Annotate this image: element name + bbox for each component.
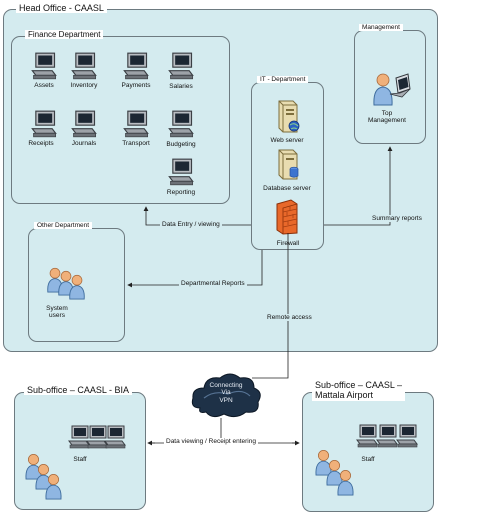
finance-department-title: Finance Department [25,30,104,40]
mattala-staff-label: Staff [361,456,375,463]
it-department-title: IT - Department [257,76,309,84]
summary-reports-line [324,146,393,226]
vpn-cloud-icon [191,373,261,418]
vpn-cloud-label: Connecting Via VPN [209,382,243,404]
web-server-label: Web server [270,137,304,144]
remote-access-line [252,233,289,379]
management-title: Management [359,24,403,32]
other-department-title: Other Department [34,222,93,230]
data-viewing-label: Data viewing / Receipt entering [164,438,258,446]
sub-office-mattala-title: Sub-office – CAASL – Mattala Airport [312,380,406,401]
system-users-label: System users [46,305,68,320]
firewall-icon [276,199,298,235]
departmental-reports-line [127,250,263,288]
database-server-icon [278,149,299,180]
top-management-label: Top Management [368,110,406,125]
sub-office-bia-panel [14,392,146,510]
sub-office-bia-title: Sub-office – CAASL - BIA [24,385,133,396]
remote-access-label: Remote access [265,314,314,322]
management-panel [354,30,426,144]
departmental-reports-label: Departmental Reports [179,280,247,288]
head-office-title: Head Office - CAASL [16,3,107,14]
data-entry-label: Data Entry / viewing [160,221,222,229]
summary-reports-label: Summary reports [370,215,424,223]
web-server-icon [278,100,300,133]
database-server-label: Database server [263,185,311,192]
manager-with-laptop-icon [373,73,411,106]
bia-staff-label: Staff [73,456,87,463]
